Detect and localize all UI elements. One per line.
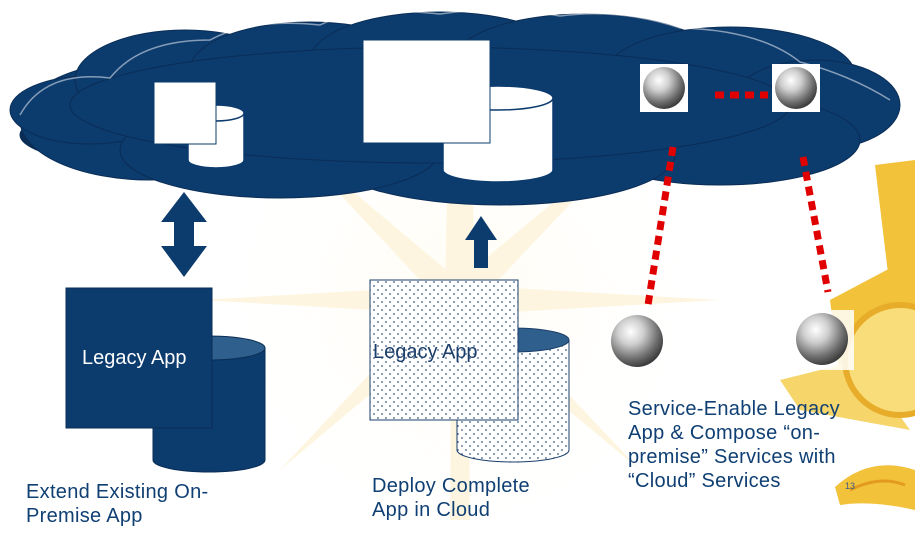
cloud-service-sphere-2: [772, 64, 820, 112]
on-premise-service-sphere-2: [794, 310, 854, 370]
service-caption-line-2: App & Compose “on-: [628, 422, 821, 444]
bidirectional-arrow-icon: [161, 192, 207, 277]
extend-caption-line-2: Premise App: [26, 505, 143, 527]
service-connectors: [644, 91, 832, 306]
deploy-caption-line-2: App in Cloud: [372, 499, 491, 521]
service-caption: Service-Enable Legacy App & Compose “on-…: [628, 397, 840, 493]
service-caption-line-3: premise” Services with: [628, 446, 836, 468]
legacy-app-deploy-label: Legacy App: [373, 341, 478, 363]
cloud-app-small: [153, 81, 245, 169]
page-number: 13: [845, 481, 856, 491]
cloud-app-large: [362, 39, 554, 183]
extend-caption-line-1: Extend Existing On-: [26, 481, 209, 503]
up-arrow-icon: [465, 216, 497, 268]
cloud-highlight: [19, 9, 891, 116]
service-caption-line-1: Service-Enable Legacy: [628, 398, 840, 420]
legacy-app-extend-label: Legacy App: [82, 347, 187, 369]
deploy-caption: Deploy Complete App in Cloud: [372, 474, 530, 522]
on-premise-service-sphere-1: [611, 315, 663, 367]
extend-caption: Extend Existing On- Premise App: [26, 480, 208, 528]
legacy-app-extend: [65, 287, 266, 473]
cloud-service-sphere-1: [640, 64, 688, 112]
deploy-caption-line-1: Deploy Complete: [372, 475, 530, 497]
service-caption-line-4: “Cloud” Services: [628, 470, 781, 492]
legacy-app-deploy: [369, 279, 570, 463]
